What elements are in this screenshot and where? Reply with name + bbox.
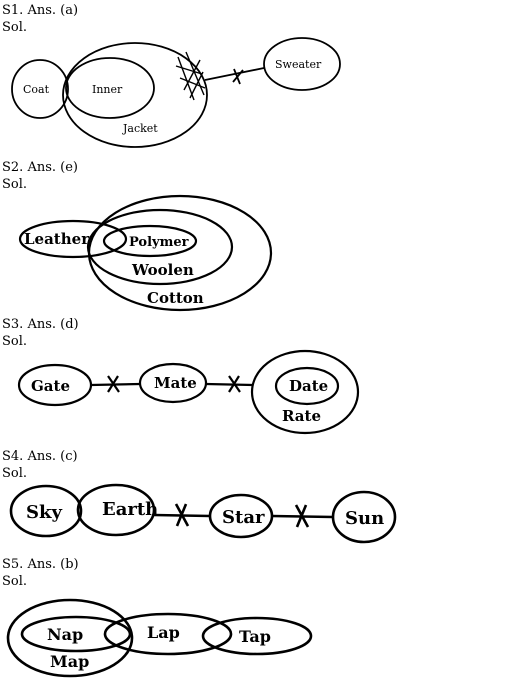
s4-label-sun: Sun (345, 508, 384, 529)
s2-label-woolen: Woolen (131, 261, 194, 279)
s4-earth-circle (76, 483, 156, 537)
s2-woolen-circle (86, 208, 234, 286)
s1-sweater-circle (263, 37, 341, 91)
s1-coat-circle (11, 59, 69, 119)
s2-leather-circle (18, 219, 128, 259)
s3-cross-mark-1 (107, 375, 120, 393)
s5-label-map: Map (50, 652, 89, 671)
s3-mate-circle (138, 362, 208, 404)
s4-diagram (9, 483, 397, 544)
s3-cross-mark-2 (228, 375, 241, 393)
s1-answer: S1. Ans. (a) (2, 3, 79, 18)
s5-label-nap: Nap (47, 625, 83, 644)
s2-label-polymer: Polymer (129, 235, 189, 250)
s2-answer: S2. Ans. (e) (2, 160, 78, 175)
s2-sol: Sol. (2, 177, 28, 192)
s3-mate-rate-link (205, 382, 254, 387)
s2-cotton-circle (87, 194, 273, 312)
s3-diagram (17, 349, 360, 435)
s3-gate-mate-link (90, 382, 141, 387)
s4-cross-mark-1 (174, 503, 190, 527)
s5-tap-circle (201, 616, 313, 656)
s3-date-circle (274, 366, 340, 406)
s3-answer: S3. Ans. (d) (2, 317, 79, 332)
s1-jacket-circle (62, 42, 208, 148)
s3-rate-circle (250, 349, 360, 435)
s4-sky-circle (9, 484, 83, 538)
s1-inner-circle (65, 57, 155, 119)
s3-label-date: Date (289, 377, 328, 395)
s5-nap-circle (20, 615, 132, 653)
s5-sol: Sol. (2, 574, 28, 589)
s3-label-gate: Gate (31, 377, 70, 395)
s1-diagram (11, 37, 341, 148)
s1-label-jacket: Jacket (122, 122, 158, 135)
s5-map-circle (6, 598, 134, 678)
s2-polymer-circle (102, 224, 198, 258)
s4-cross-mark-2 (294, 504, 310, 528)
s2-diagram (18, 194, 273, 312)
s2-label-cotton: Cotton (147, 289, 204, 307)
s3-label-rate: Rate (282, 407, 321, 425)
s4-label-sky: Sky (26, 502, 62, 523)
s3-sol: Sol. (2, 334, 28, 349)
s4-sol: Sol. (2, 466, 28, 481)
s5-diagram (6, 598, 313, 678)
s4-answer: S4. Ans. (c) (2, 449, 78, 464)
s4-label-star: Star (222, 507, 265, 528)
s1-label-sweater: Sweater (275, 58, 322, 71)
s3-label-mate: Mate (154, 374, 197, 392)
s5-answer: S5. Ans. (b) (2, 557, 79, 572)
s1-cross-mark (232, 68, 244, 85)
s1-label-inner: Inner (92, 83, 123, 96)
s1-hatch-marks (175, 51, 206, 101)
s5-label-lap: Lap (147, 623, 180, 642)
s4-label-earth: Earth (102, 499, 158, 520)
s1-sol: Sol. (2, 20, 28, 35)
s1-label-coat: Coat (23, 83, 50, 96)
s5-lap-circle (103, 612, 233, 656)
s1-jacket-sweater-link (204, 67, 265, 81)
s2-label-leather: Leather (24, 230, 90, 248)
s5-label-tap: Tap (239, 627, 271, 646)
